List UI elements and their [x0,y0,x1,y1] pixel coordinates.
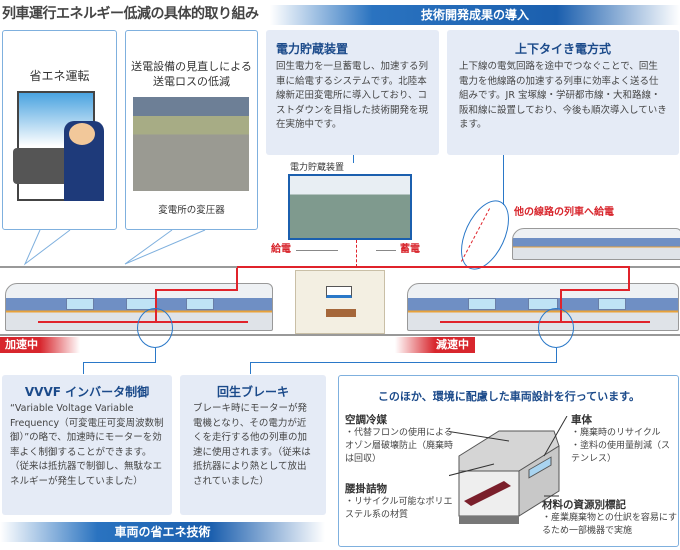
transmission-title-2: 送電ロスの低減 [153,75,230,88]
tie-card: 上下タイき電方式 上下線の電気回路を途中でつなぐことで、回生電力を他線路の加速す… [447,30,679,155]
storage-text: 回生電力を一旦蓄電し、加速する列車に給電するシステムです。北陸本線新疋田変電所に… [276,61,429,130]
accelerating-tag: 加速中 [0,337,80,353]
station-platform [295,270,385,334]
page-title: 列車運行エネルギー低減の具体的取り組み [2,6,259,22]
decel-highlight-circle [538,308,574,348]
charge-label: 蓄電 [400,244,420,255]
eco-driving-title: 省エネ運転 [29,69,90,83]
accel-highlight-circle [137,308,173,348]
vehicle-banner: 車両の省エネ技術 [0,522,325,542]
vvvf-title: VVVF インバータ制御 [24,385,150,399]
body-item-2: ・塗料の使用量削減（ステンレス） [571,441,671,464]
other-line-train [512,228,680,260]
material-title: 材料の資源別標記 [542,499,626,511]
aircon-text: ・代替フロンの使用によるオゾン層破壊防止（廃棄時は回収） [345,428,454,464]
transformer-caption: 変電所の変圧器 [158,205,225,216]
rail [0,334,680,336]
transmission-panel: 送電設備の見直しによる 送電ロスの低減 変電所の変圧器 [125,30,258,230]
seat-title: 腰掛詰物 [345,483,387,495]
aircon-title: 空調冷媒 [345,414,387,426]
supply-label: 給電 [271,244,291,255]
power-flow-line [237,266,630,268]
decelerating-tag: 減速中 [395,337,475,353]
storage-card: 電力貯蔵装置 回生電力を一旦蓄電し、加速する列車に給電するシステムです。北陸本線… [266,30,439,155]
tie-highlight-circle [451,193,519,277]
driver-illustration [13,91,104,201]
material-text: ・産業廃棄物との仕訳を容易にするため一部機器で実施 [542,513,678,536]
tie-text: 上下線の電気回路を途中でつなぐことで、回生電力を他線路の加速する列車に効率よく送… [459,61,667,130]
bubble-tails [23,229,206,266]
other-line-label: 他の線路の列車へ給電 [514,207,614,218]
regen-title: 回生ブレーキ [216,385,289,399]
storage-title: 電力貯蔵装置 [276,42,349,56]
body-item-1: ・廃棄時のリサイクル [571,428,661,438]
seat-text: ・リサイクル可能なポリエステル系の材質 [345,497,453,520]
tech-banner: 技術開発成果の導入 [270,5,680,25]
railcar-cutaway-illustration [449,416,568,524]
transformer-photo [133,97,249,191]
regen-card: 回生ブレーキ ブレーキ時にモーターが発電機となり、その電力が近くを走行する他の列… [180,375,326,515]
vvvf-card: VVVF インバータ制御 “Variable Voltage Variable … [2,375,172,515]
tie-title: 上下タイき電方式 [514,42,611,56]
eco-design-panel: このほか、環境に配慮した車両設計を行っています。 空調冷媒 ・代替フロンの使用に… [338,375,679,547]
storage-label: 電力貯蔵装置 [290,163,345,173]
transmission-title-1: 送電設備の見直しによる [131,60,252,73]
regen-text: ブレーキ時にモーターが発電機となり、その電力が近くを走行する他の列車の加速に使用… [193,403,311,487]
body-title: 車体 [571,414,592,426]
eco-driving-panel: 省エネ運転 [2,30,117,230]
storage-photo [288,174,412,240]
vvvf-text: “Variable Voltage Variable Frequency（可変電… [10,403,164,487]
eco-design-title: このほか、環境に配慮した車両設計を行っています。 [377,390,641,403]
